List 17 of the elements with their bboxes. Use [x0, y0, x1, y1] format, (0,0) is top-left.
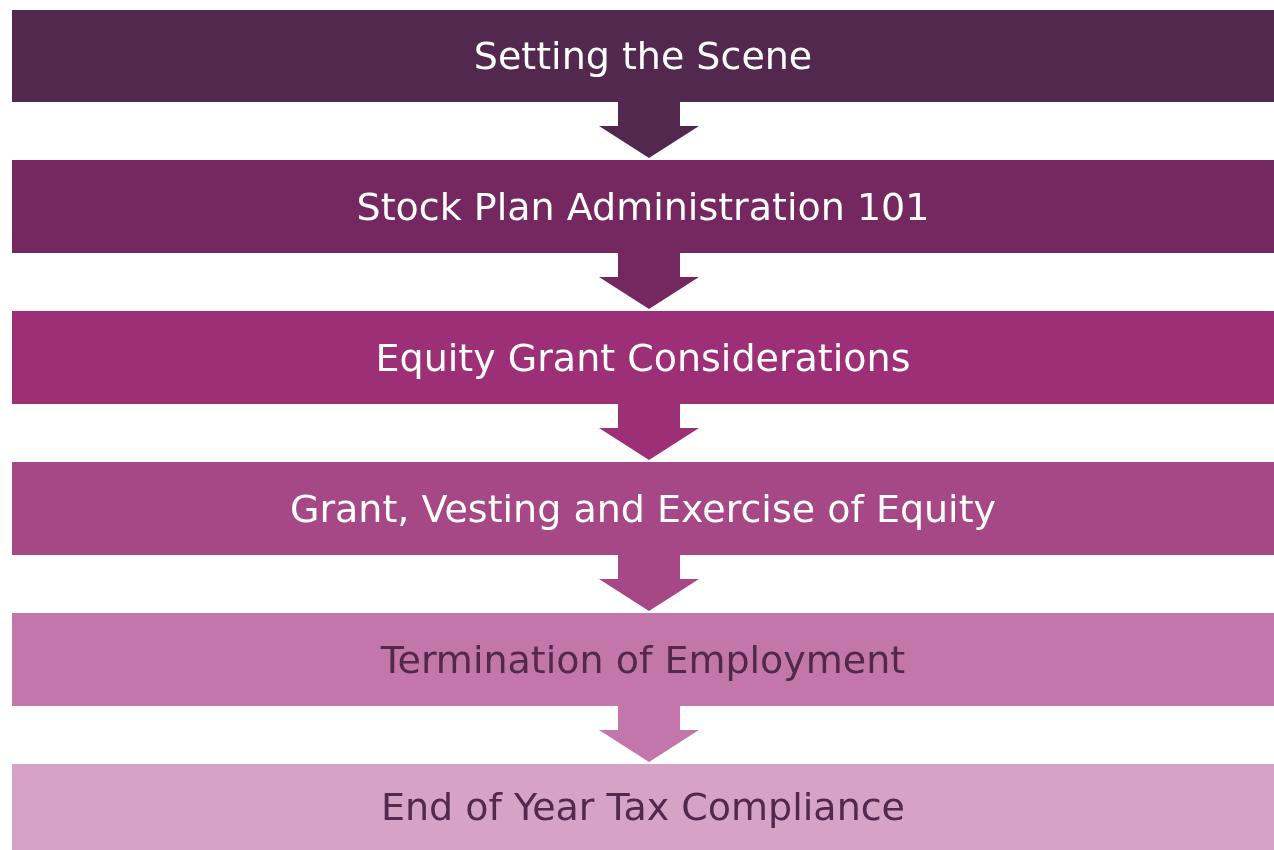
step-label: Stock Plan Administration 101: [356, 184, 930, 229]
step-label: End of Year Tax Compliance: [381, 785, 905, 829]
process-bar: [12, 764, 1274, 850]
process-bar: [12, 311, 1274, 404]
down-arrow: [599, 404, 699, 460]
process-bar: [12, 10, 1274, 102]
step-label: Termination of Employment: [380, 637, 906, 682]
process-bar: [12, 613, 1274, 706]
down-arrow: [599, 102, 699, 158]
step-label: Equity Grant Considerations: [375, 335, 911, 380]
step-label: Setting the Scene: [473, 34, 813, 78]
step-label: Grant, Vesting and Exercise of Equity: [289, 486, 997, 531]
process-bar: [12, 160, 1274, 253]
down-arrow: [599, 253, 699, 309]
down-arrow: [599, 555, 699, 611]
process-bar: [12, 462, 1274, 555]
down-arrow: [599, 706, 699, 762]
